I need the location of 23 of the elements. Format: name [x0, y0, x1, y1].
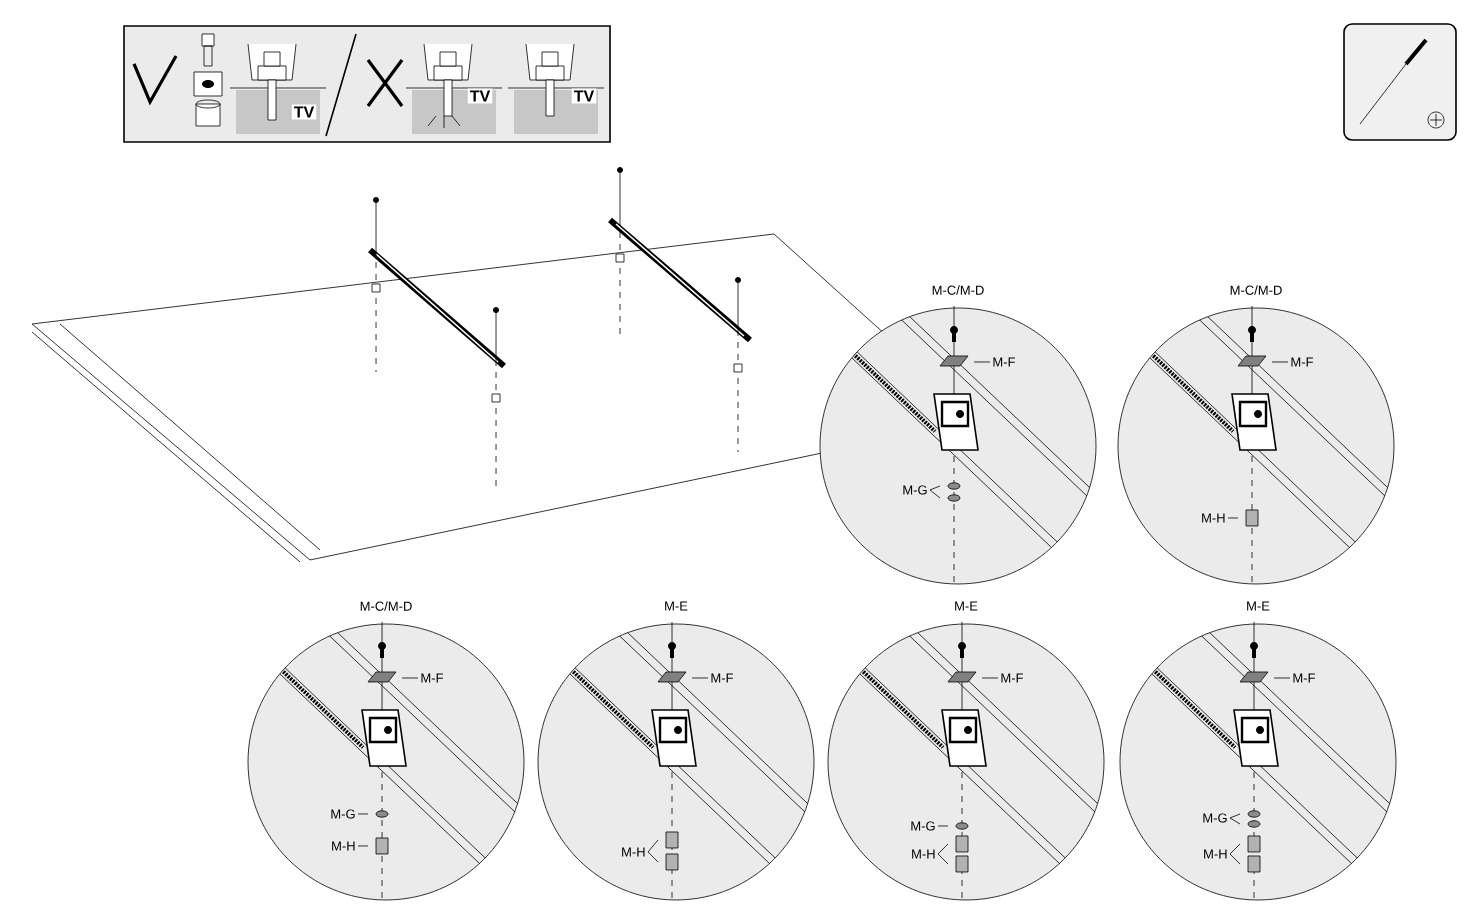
- leader-line: [357, 813, 369, 815]
- leader-line: [691, 677, 709, 679]
- leader-line: [1273, 677, 1291, 679]
- leader-line: [1229, 853, 1241, 865]
- leader-line: [1227, 517, 1239, 519]
- leader-line: [647, 839, 659, 853]
- leader-line: [1229, 813, 1241, 819]
- leader-line: [401, 677, 419, 679]
- leader-line: [981, 677, 999, 679]
- leader-line: [357, 845, 369, 847]
- leader-line: [647, 851, 659, 863]
- leader-line: [929, 489, 941, 499]
- panel-label: TV: [467, 88, 493, 104]
- leader-line: [1229, 843, 1241, 855]
- leader-line: [937, 853, 949, 865]
- leader-line: [1271, 361, 1289, 363]
- leader-line: [1229, 817, 1241, 825]
- leader-line: [937, 843, 949, 855]
- panel-label: TV: [571, 88, 597, 104]
- panel-label: TV: [291, 104, 317, 120]
- leader-line: [973, 361, 991, 363]
- leader-line: [937, 825, 949, 827]
- leader-line: [929, 485, 941, 491]
